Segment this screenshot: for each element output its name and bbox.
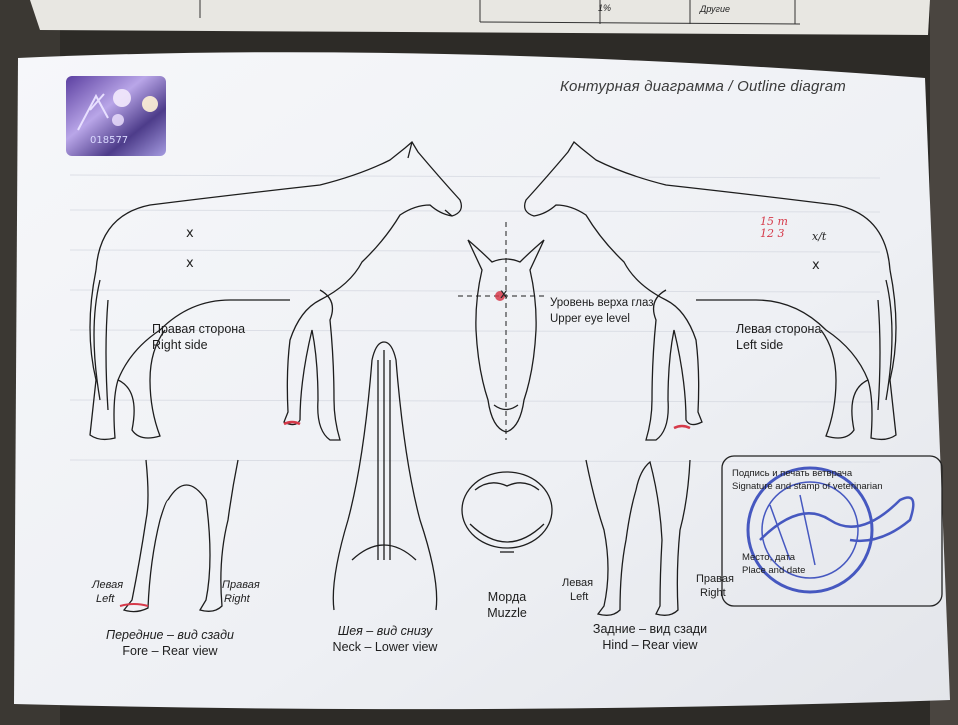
page-title: Контурная диаграмма / Outline diagram (560, 78, 846, 95)
hind-right-en: Right (700, 586, 726, 601)
fore-right-en: Right (224, 592, 250, 607)
stamp-box-line2: Signature and stamp of veterinarian (732, 479, 883, 494)
handwritten-x-mark-red: x/t (812, 231, 826, 242)
muzzle-caption-en: Muzzle (462, 606, 552, 621)
fore-caption-ru: Передние – вид сзади (90, 628, 250, 643)
fore-right-ru: Правая (222, 578, 260, 593)
fore-caption-en: Fore – Rear view (90, 644, 250, 659)
prev-page-percent: 1% (598, 3, 611, 13)
muzzle-caption-ru: Морда (462, 590, 552, 605)
neck-caption-en: Neck – Lower view (300, 640, 470, 655)
neck-caption-ru: Шея – вид снизу (300, 624, 470, 639)
hind-caption-ru: Задние – вид сзади (570, 622, 730, 637)
handwritten-note-2: 12 3 (760, 228, 785, 239)
handwritten-note-1: 15 m (760, 216, 788, 227)
eye-level-label-ru: Уровень верха глаз (550, 296, 654, 311)
hind-left-en: Left (570, 590, 588, 605)
fore-left-en: Left (96, 592, 114, 607)
prev-page-other: Другие (700, 4, 730, 14)
stamp-box-line4: Place and date (742, 563, 805, 578)
left-side-label-en: Left side (736, 338, 783, 353)
right-side-label-ru: Правая сторона (152, 322, 245, 337)
hind-right-ru: Правая (696, 572, 734, 587)
hind-left-ru: Левая (562, 576, 593, 591)
x-mark-left: x (812, 258, 820, 273)
fore-left-ru: Левая (92, 578, 123, 593)
eye-level-label-en: Upper eye level (550, 312, 630, 327)
hind-caption-en: Hind – Rear view (570, 638, 730, 653)
x-mark-right-2: x (186, 256, 194, 271)
x-mark-right-1: x (186, 226, 194, 241)
left-side-label-ru: Левая сторона (736, 322, 821, 337)
right-side-label-en: Right side (152, 338, 208, 353)
hologram-serial: 018577 (90, 135, 128, 146)
x-mark-head: x (500, 287, 508, 302)
